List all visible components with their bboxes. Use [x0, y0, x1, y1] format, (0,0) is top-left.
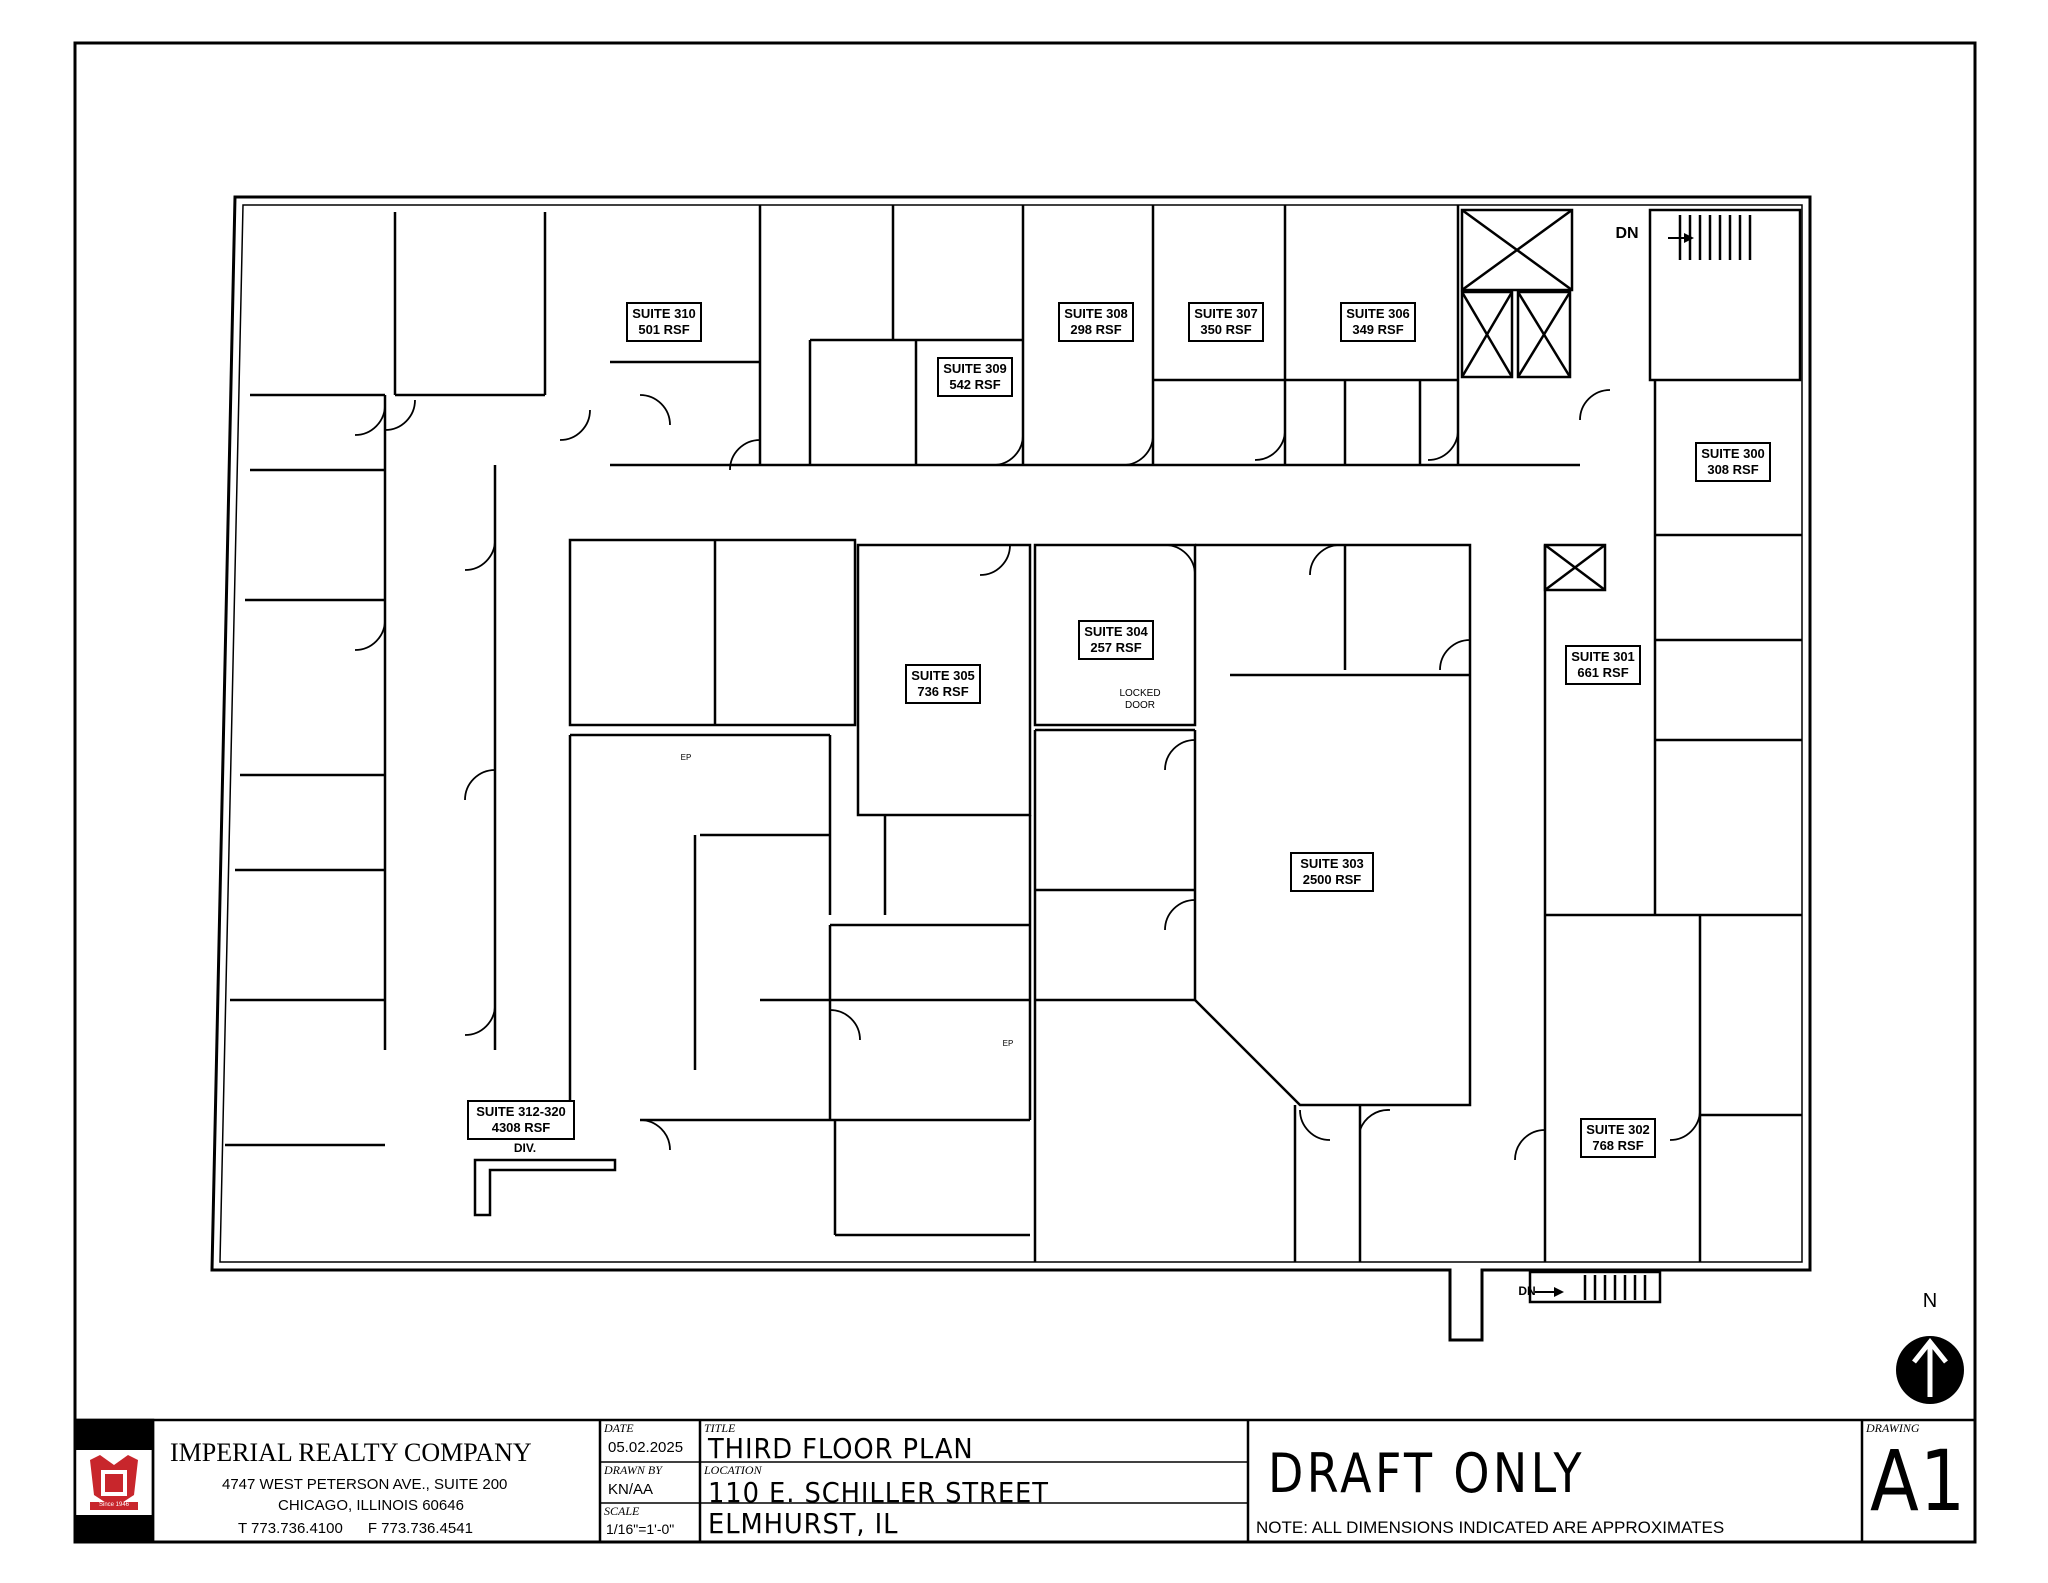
suite-label-312-320: SUITE 312-320 4308 RSF	[467, 1100, 575, 1140]
suite-label-303: SUITE 303 2500 RSF	[1290, 852, 1374, 892]
suite-308-name: SUITE 308	[1064, 306, 1128, 321]
door-swings	[354, 389, 1701, 1161]
suite-300-name: SUITE 300	[1701, 446, 1765, 461]
suite-303-area: 2500 RSF	[1302, 872, 1362, 887]
suite-310-name: SUITE 310	[632, 306, 696, 321]
drawing-number: A1	[1870, 1432, 1966, 1530]
north-arrow	[1896, 1336, 1964, 1404]
dn-label-south: DN	[1518, 1284, 1536, 1298]
scale-label: SCALE	[604, 1504, 640, 1518]
dn-label-north: DN	[1615, 225, 1639, 242]
suite-306-area: 349 RSF	[1352, 322, 1404, 337]
drawing-label: DRAWING	[1866, 1421, 1920, 1435]
suite-309-name: SUITE 309	[943, 361, 1007, 376]
suite-305-area: 736 RSF	[917, 684, 969, 699]
suite-312-320-name: SUITE 312-320	[476, 1104, 566, 1119]
drawn-by-label: DRAWN BY	[604, 1463, 662, 1477]
div-label: DIV.	[513, 1141, 537, 1155]
drawn-by-value: KN/AA	[608, 1481, 654, 1498]
suite-301-area: 661 RSF	[1577, 665, 1629, 680]
ep-label-west: EP	[680, 753, 692, 762]
suite-307-name: SUITE 307	[1194, 306, 1258, 321]
dimensions-note: NOTE: ALL DIMENSIONS INDICATED ARE APPRO…	[1256, 1518, 1725, 1537]
locked-door-line-1: LOCKED	[1119, 688, 1161, 699]
suite-304-name: SUITE 304	[1084, 624, 1148, 639]
suite-label-304: SUITE 304 257 RSF	[1078, 620, 1154, 660]
suite-306-name: SUITE 306	[1346, 306, 1410, 321]
date-label: DATE	[604, 1421, 634, 1435]
company-city: CHICAGO, ILLINOIS 60646	[278, 1497, 464, 1514]
suite-301-name: SUITE 301	[1571, 649, 1635, 664]
suite-label-301: SUITE 301 661 RSF	[1565, 645, 1641, 685]
date-value: 05.02.2025	[608, 1439, 684, 1456]
company-logo	[85, 1450, 143, 1515]
suite-308-area: 298 RSF	[1070, 322, 1122, 337]
suite-label-300: SUITE 300 308 RSF	[1695, 442, 1771, 482]
suite-307-area: 350 RSF	[1200, 322, 1252, 337]
locked-door-label: LOCKED DOOR	[1112, 688, 1168, 712]
drawing-title: THIRD FLOOR PLAN	[708, 1432, 974, 1465]
suite-label-306: SUITE 306 349 RSF	[1340, 302, 1416, 342]
suite-302-area: 768 RSF	[1592, 1138, 1644, 1153]
ep-label-east: EP	[1002, 1039, 1014, 1048]
title-label: TITLE	[704, 1421, 736, 1435]
suite-310-area: 501 RSF	[638, 322, 690, 337]
suite-304-area: 257 RSF	[1090, 640, 1142, 655]
locked-door-line-2: DOOR	[1125, 700, 1155, 711]
location-line-2: ELMHURST, IL	[708, 1507, 899, 1540]
suite-302-name: SUITE 302	[1586, 1122, 1650, 1137]
draft-only-text: DRAFT ONLY	[1268, 1442, 1585, 1505]
suite-label-310: SUITE 310 501 RSF	[626, 302, 702, 342]
suite-303-name: SUITE 303	[1300, 856, 1364, 871]
company-name: IMPERIAL REALTY COMPANY	[170, 1438, 532, 1467]
suite-label-302: SUITE 302 768 RSF	[1580, 1118, 1656, 1158]
location-line-1: 110 E. SCHILLER STREET	[708, 1476, 1049, 1509]
logo-ribbon-text: Since 1946	[98, 1502, 130, 1508]
suite-label-309: SUITE 309 542 RSF	[937, 357, 1013, 397]
scale-value: 1/16"=1'-0"	[606, 1521, 675, 1537]
suite-309-area: 542 RSF	[949, 377, 1001, 392]
suite-305-name: SUITE 305	[911, 668, 975, 683]
location-label: LOCATION	[704, 1463, 762, 1477]
suite-300-area: 308 RSF	[1707, 462, 1759, 477]
suite-label-308: SUITE 308 298 RSF	[1058, 302, 1134, 342]
suite-312-320-area: 4308 RSF	[491, 1120, 551, 1135]
company-address: 4747 WEST PETERSON AVE., SUITE 200	[222, 1476, 508, 1493]
suite-label-307: SUITE 307 350 RSF	[1188, 302, 1264, 342]
company-phone: T 773.736.4100 F 773.736.4541	[238, 1520, 473, 1537]
north-label: N	[1922, 1290, 1938, 1312]
building-walls	[210, 195, 1812, 1342]
suite-label-305: SUITE 305 736 RSF	[905, 664, 981, 704]
sheet-border	[73, 41, 1977, 1544]
